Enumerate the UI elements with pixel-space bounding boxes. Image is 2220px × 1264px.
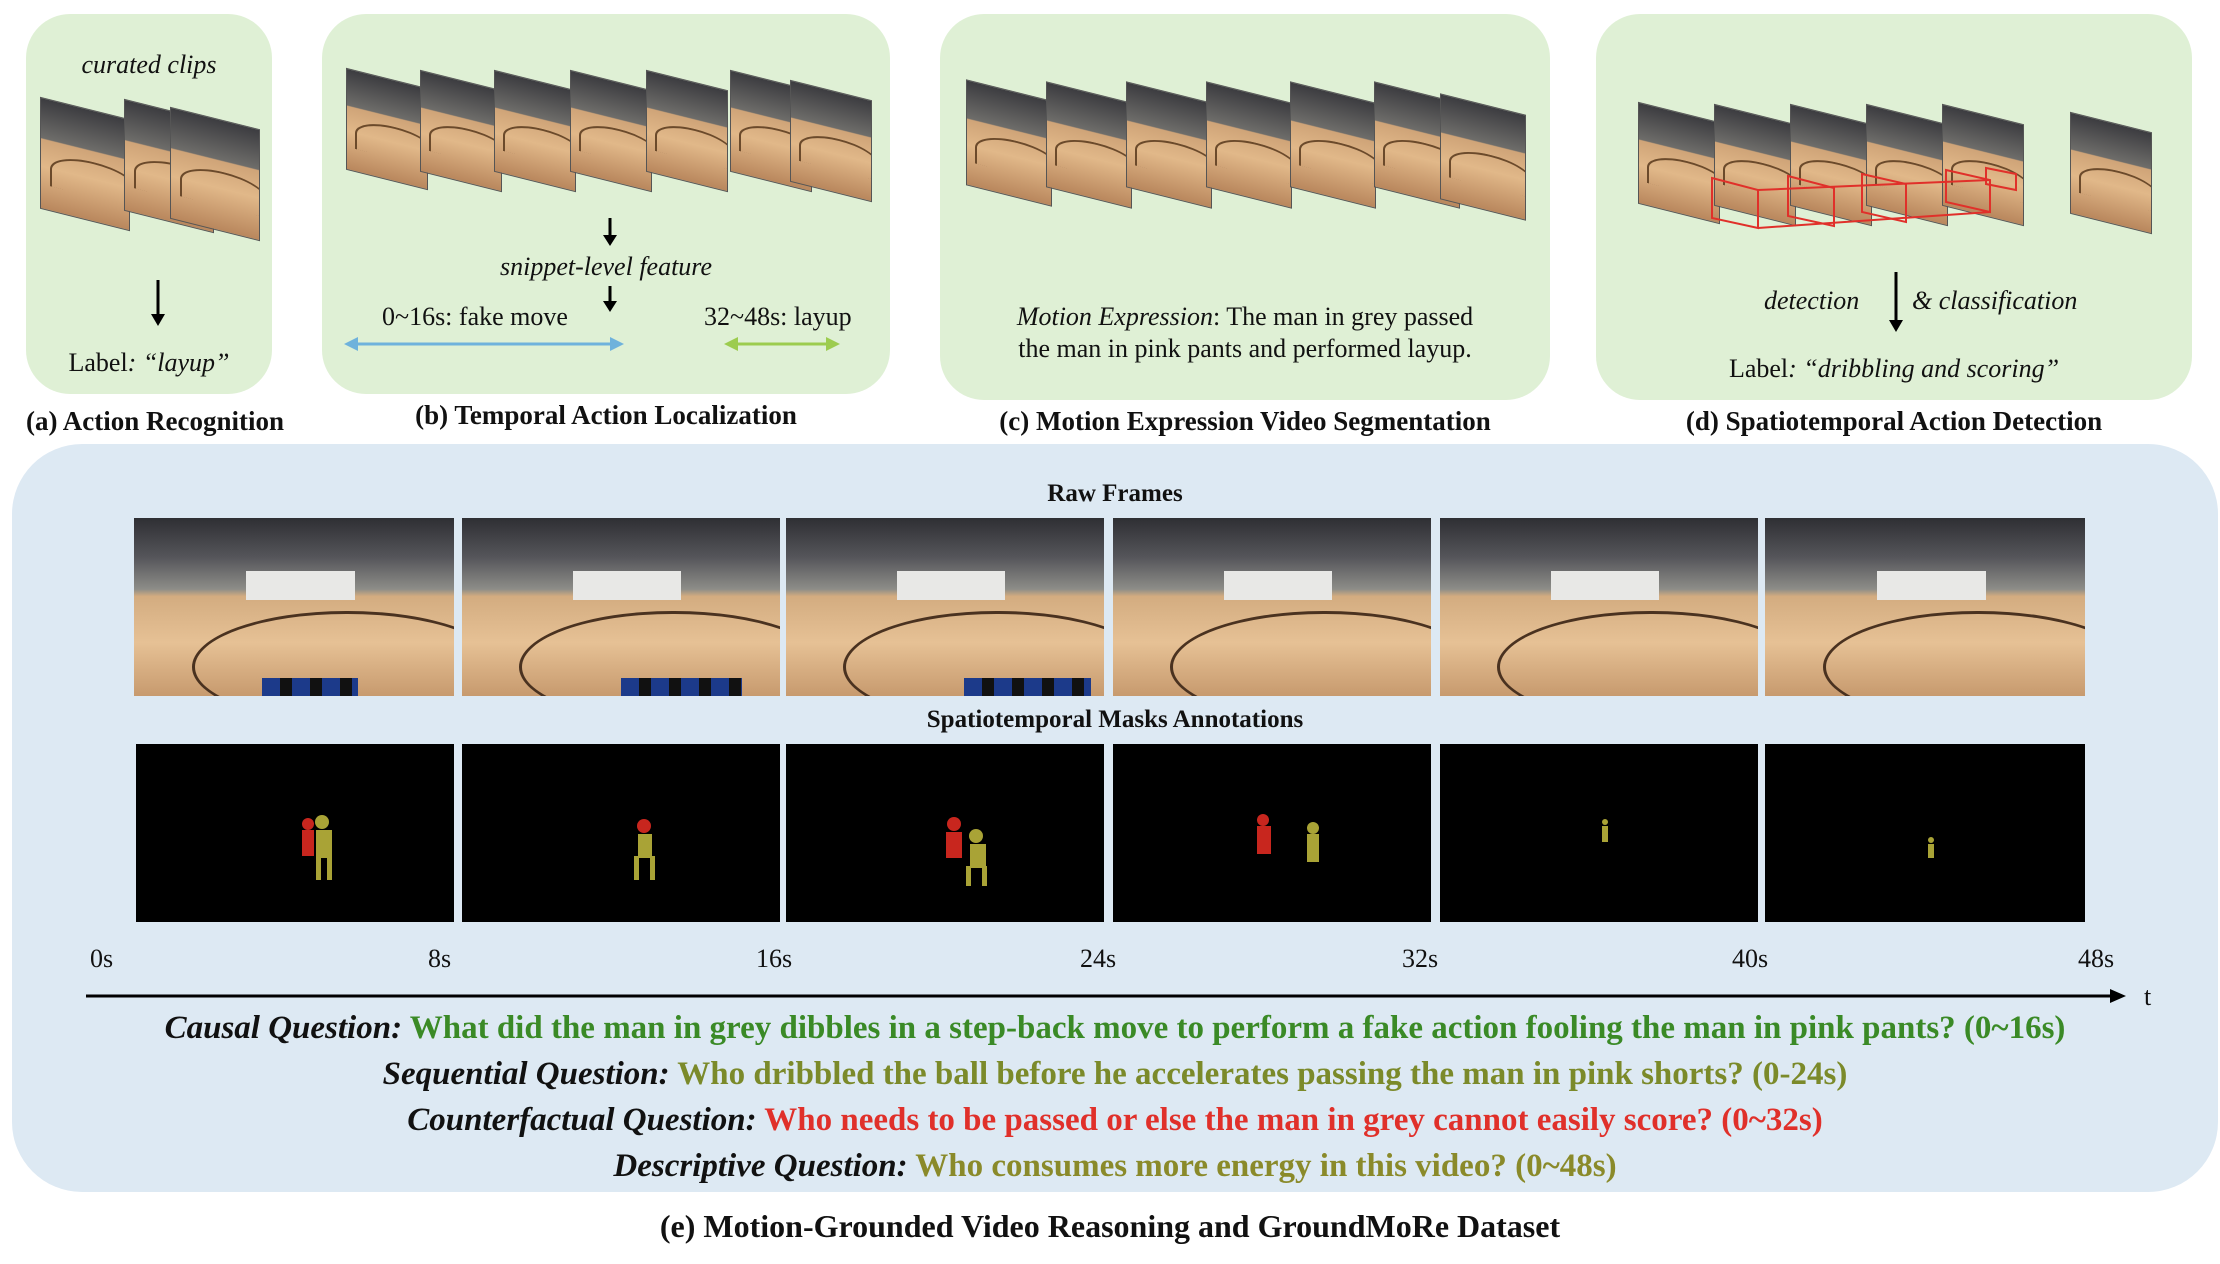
question-label: Sequential Question: — [382, 1056, 670, 1092]
time-tick: 0s — [90, 944, 114, 973]
raw-frames-title: Raw Frames — [1047, 480, 1183, 507]
person-masks — [946, 817, 987, 886]
raw-frame — [1440, 518, 1758, 696]
down-arrow-icon — [603, 218, 617, 246]
caption-b: (b) Temporal Action Localization — [415, 400, 797, 430]
person-masks — [1602, 819, 1608, 842]
person-masks — [1928, 837, 1934, 858]
raw-frame — [462, 518, 780, 696]
clip-frame — [1126, 81, 1212, 209]
raw-frame — [1765, 518, 2085, 696]
question-causal: Causal Question: What did the man in gre… — [12, 1010, 2218, 1047]
question-label: Causal Question: — [164, 1010, 403, 1046]
curated-clips-label: curated clips — [81, 50, 217, 79]
motion-expression-label: Motion Expression — [1016, 302, 1213, 331]
snippet-feature-label: snippet-level feature — [499, 252, 712, 281]
panel-c-motion-expression — [940, 14, 1550, 400]
time-tick: 8s — [428, 944, 452, 973]
clip-frame — [646, 69, 728, 193]
question-text: What did the man in grey dibbles in a st… — [409, 1010, 2066, 1046]
raw-frame — [1113, 518, 1431, 696]
motion-expression-text1: : The man in grey passed — [1213, 302, 1474, 331]
mask-annotations-title: Spatiotemporal Masks Annotations — [926, 706, 1304, 733]
segment-fake-move: 0~16s: fake move — [382, 302, 568, 331]
mask-frame — [462, 744, 780, 922]
detection-tube-boxes — [1711, 166, 2017, 230]
question-counterfactual: Counterfactual Question: Who needs to be… — [12, 1102, 2218, 1139]
question-text: Who needs to be passed or else the man i… — [764, 1102, 1823, 1138]
clip-frame — [966, 79, 1052, 207]
panel-a-label: Label: “layup” — [26, 348, 272, 378]
clip-frame — [1206, 81, 1292, 209]
mask-frame — [786, 744, 1104, 922]
panel-b-temporal-localization — [322, 14, 890, 394]
clip-frame — [2070, 111, 2152, 235]
question-descriptive: Descriptive Question: Who consumes more … — [12, 1148, 2218, 1185]
down-arrow-icon — [603, 286, 617, 312]
raw-frame — [134, 518, 454, 696]
caption-a: (a) Action Recognition — [26, 406, 284, 436]
mask-frame — [136, 744, 454, 922]
panel-d-label: Label: “dribbling and scoring” — [1596, 354, 2192, 384]
time-tick: 16s — [756, 944, 793, 973]
caption-d: (d) Spatiotemporal Action Detection — [1685, 406, 2103, 436]
clip-frame — [790, 79, 872, 203]
mask-frame — [1113, 744, 1431, 922]
time-axis-label: t — [2144, 982, 2152, 1011]
time-tick: 32s — [1402, 944, 1439, 973]
caption-e: (e) Motion-Grounded Video Reasoning and … — [659, 1208, 1561, 1244]
blue-double-arrow — [344, 337, 624, 351]
classification-label: & classification — [1912, 286, 2078, 315]
detection-label: detection — [1764, 286, 1860, 315]
clip-frame — [570, 69, 652, 193]
clip-frame — [420, 69, 502, 193]
time-axis-arrow — [86, 989, 2126, 1003]
down-arrow-icon — [1889, 272, 1903, 332]
question-text: Who consumes more energy in this video? … — [915, 1148, 1617, 1184]
label-prefix: Label — [1728, 354, 1789, 383]
motion-expression-line2: the man in pink pants and performed layu… — [1018, 334, 1472, 363]
segment-layup: 32~48s: layup — [704, 302, 852, 331]
mask-frame — [1440, 744, 1758, 922]
label-prefix: Label — [68, 348, 128, 377]
clip-frame — [1290, 81, 1376, 209]
green-double-arrow — [724, 337, 840, 351]
clip-frame — [1046, 81, 1132, 209]
clip-frame — [1440, 93, 1526, 221]
time-tick: 48s — [2078, 944, 2115, 973]
question-label: Descriptive Question: — [613, 1148, 908, 1184]
person-masks — [302, 815, 332, 880]
down-arrow-icon — [151, 280, 165, 326]
label-value: : “dribbling and scoring” — [1788, 354, 2060, 383]
question-text: Who dribbled the ball before he accelera… — [677, 1056, 1848, 1092]
raw-frame — [786, 518, 1104, 696]
label-value: : “layup” — [127, 348, 230, 377]
time-tick: 24s — [1080, 944, 1117, 973]
caption-c: (c) Motion Expression Video Segmentation — [999, 406, 1491, 436]
clip-frame — [494, 69, 576, 193]
time-tick: 40s — [1732, 944, 1769, 973]
mask-frame — [1765, 744, 2085, 922]
clip-frame — [170, 106, 260, 242]
clip-frame — [40, 96, 130, 232]
question-label: Counterfactual Question: — [407, 1102, 757, 1138]
motion-expression-line1: Motion Expression: The man in grey passe… — [940, 302, 1550, 332]
person-masks — [634, 819, 655, 880]
person-masks — [1257, 814, 1319, 862]
question-sequential: Sequential Question: Who dribbled the ba… — [12, 1056, 2218, 1093]
clip-frame — [346, 67, 428, 191]
